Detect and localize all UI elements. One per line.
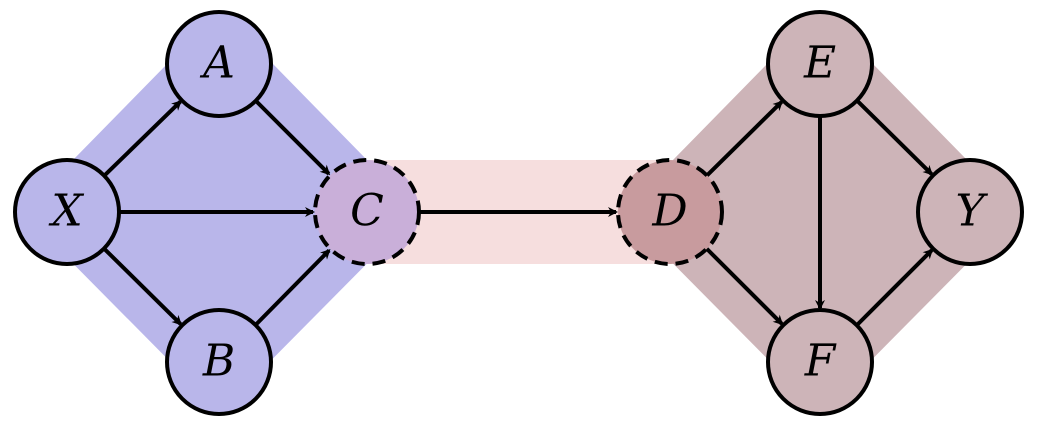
node-a-label: A (199, 38, 235, 89)
node-d: D (616, 158, 724, 266)
node-x-label: X (48, 186, 84, 237)
node-x-circle (13, 158, 121, 266)
edge-b-to-c (254, 249, 331, 327)
edge-x-to-b (102, 247, 182, 326)
node-a-circle (165, 10, 273, 118)
node-f-circle (766, 308, 874, 416)
node-e: E (766, 10, 874, 118)
edge-d-to-e (705, 100, 783, 177)
edge-d-to-f (705, 247, 784, 326)
edge-e-to-y (855, 99, 933, 176)
edge-x-to-a (102, 100, 182, 178)
node-a: A (165, 10, 273, 118)
node-layer: X A B C D E F Y (13, 10, 1024, 416)
node-d-circle (616, 158, 724, 266)
node-e-label: E (803, 38, 836, 89)
node-x: X (13, 158, 121, 266)
edge-f-to-y (855, 248, 934, 327)
node-e-circle (766, 10, 874, 118)
edge-a-to-c (254, 99, 331, 176)
node-b: B (165, 308, 273, 416)
node-f: F (766, 308, 874, 416)
node-y-circle (916, 158, 1024, 266)
node-f-label: F (804, 336, 837, 387)
node-c-label: C (350, 186, 384, 237)
node-b-circle (165, 308, 273, 416)
node-y-label: Y (955, 186, 988, 237)
node-c: C (313, 158, 421, 266)
edge-layer (102, 99, 934, 327)
node-y: Y (916, 158, 1024, 266)
node-c-circle (313, 158, 421, 266)
node-d-label: D (651, 186, 687, 237)
node-b-label: B (202, 336, 235, 387)
